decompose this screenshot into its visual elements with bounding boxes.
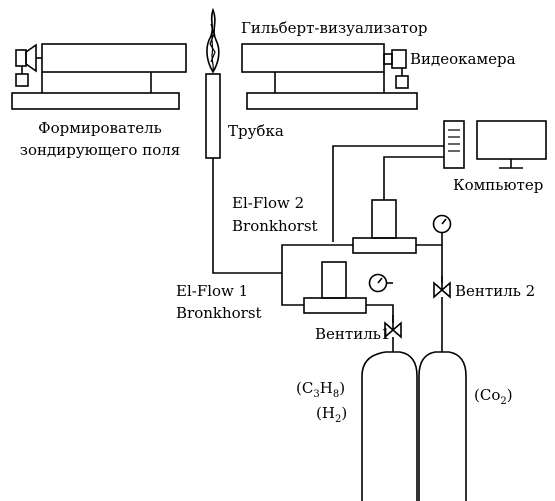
hydrogen-close: ) [341,404,347,422]
visualizer-base-rail [246,92,418,110]
cable-to-elflow2 [383,156,444,200]
tube [205,73,221,159]
computer-label: Компьютер [453,176,543,194]
propane-open: (C [296,379,313,397]
tube-label: Трубка [228,122,284,140]
pipe-elflow2-valve2 [416,244,443,283]
visualizer-top-bar [241,43,385,73]
former-top-bar [41,43,187,73]
elflow2-label-line2: Bronkhorst [232,217,318,235]
gas-label-co2: (Co2) [474,386,513,407]
pipe-manifold [281,244,353,306]
valve-2-icon [433,276,451,299]
valve-1-label: Вентиль1 [315,325,390,343]
propane-sub2: 8 [333,389,339,400]
probe-field-former-label-line2: зондирующего поля [20,141,180,159]
pressure-gauge-1-icon [368,273,393,293]
gas-label-hydrogen: (H2) [316,404,347,425]
probe-field-former-label-line1: Формирователь [38,119,162,137]
monitor-icon [476,120,547,169]
system-unit-icon [443,120,465,169]
gas-cylinder-2 [418,351,467,501]
camera-mount [395,75,409,89]
pressure-gauge-2-icon [432,214,452,245]
flame-icon [206,7,220,74]
elflow2-controller [352,199,417,254]
computer [443,120,547,169]
propane-mid: H [320,379,333,397]
probe-field-former [11,43,187,110]
elflow2-base [352,237,417,254]
gas-cylinder-1 [361,351,418,501]
emitter-icon [15,43,42,73]
video-camera-icon [383,49,407,69]
hilbert-visualizer [241,43,418,110]
valve-1-icon [384,315,402,339]
elflow1-label-line1: El-Flow 1 [176,282,248,300]
co2-close: ) [507,386,513,404]
valve-2-label: Вентиль 2 [455,282,535,300]
elflow1-body [321,261,347,299]
video-camera-label: Видеокамера [410,50,516,68]
pipe-to-tube [212,158,282,274]
hilbert-visualizer-label: Гильберт-визуализатор [241,19,427,37]
hydrogen-open: (H [316,404,335,422]
propane-close: ) [339,379,345,397]
elflow1-base [303,297,367,314]
pipe-elflow1-valve1 [366,304,394,323]
gas-label-propane: (C3H8) [296,379,345,400]
cable-to-elflow1 [332,145,444,242]
co2-sub: 2 [500,396,506,407]
elflow2-label-line1: El-Flow 2 [232,194,304,212]
hydrogen-sub: 2 [335,414,341,425]
elflow2-body [371,199,397,239]
co2-open: (Co [474,386,500,404]
elflow1-controller [303,261,367,314]
former-mount [15,73,29,87]
former-base-rail [11,92,180,110]
propane-sub1: 3 [313,389,319,400]
elflow1-label-line2: Bronkhorst [176,304,262,322]
